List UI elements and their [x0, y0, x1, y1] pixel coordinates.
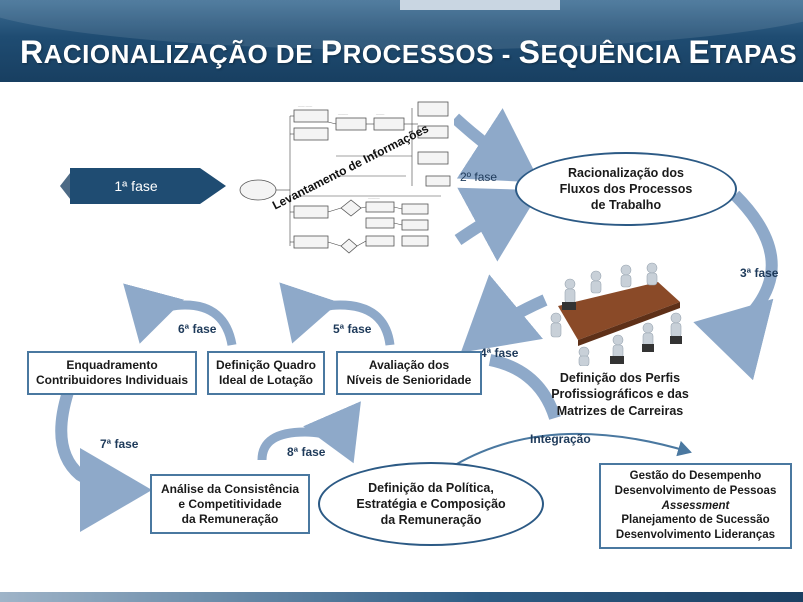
- gestao-line: Gestão do Desempenho: [629, 469, 762, 482]
- title-word: ACIONALIZAÇÃO DE: [43, 39, 321, 69]
- gestao-node: Gestão do Desempenho Desenvolvimento de …: [599, 463, 792, 549]
- politica-line: da Remuneração: [380, 513, 482, 528]
- avaliacao-line: Avaliação dos: [368, 358, 450, 372]
- svg-text:_____: _____: [375, 111, 385, 115]
- phase2-label: 2º fase: [460, 170, 498, 184]
- meeting-table-image: [548, 262, 688, 366]
- politica-line: Estratégia e Composição: [356, 496, 506, 511]
- integracao-label: Integração: [530, 432, 591, 446]
- footer-bar: [0, 592, 803, 602]
- title-word: EQUÊNCIA: [540, 39, 689, 69]
- phase4-label: 4ª fase: [480, 346, 519, 360]
- politica-line: Definição da Política,: [368, 480, 494, 495]
- title-word: ROCESSOS -: [342, 39, 519, 69]
- arrow-phase3: [693, 190, 778, 381]
- analise-line: e Competitividade: [178, 496, 282, 511]
- arrow-phase4: [460, 274, 548, 353]
- arrow-phase2-upper: [450, 108, 541, 183]
- gestao-line: Planejamento de Sucessão: [621, 514, 770, 527]
- title-word: TAPAS: [710, 39, 798, 69]
- arrow-phase5: [279, 282, 395, 346]
- perfis-line: Definição dos Perfis: [559, 371, 681, 385]
- arrow-phase4-down: [488, 354, 561, 420]
- perfis-line: Profissiográficos e das: [551, 387, 689, 402]
- analise-line: Análise da Consistência: [160, 481, 300, 496]
- phase6-label: 6ª fase: [178, 322, 217, 336]
- quadro-line: Definição Quadro: [215, 358, 316, 372]
- svg-text:_______: _______: [367, 195, 380, 199]
- perfis-line: Matrizes de Carreiras: [556, 403, 684, 418]
- racionalizacao-line: Fluxos dos Processos: [559, 181, 693, 196]
- svg-text:______: ______: [337, 111, 348, 115]
- arrow-phase7: [55, 390, 152, 532]
- title-tab-decoration: [400, 0, 560, 10]
- arrow-phase2-lower: [454, 187, 541, 262]
- arrow-phase8: [257, 401, 361, 464]
- perfis-node: Definição dos Perfis Profissiográficos e…: [520, 370, 720, 419]
- avaliacao-line: Níveis de Senioridade: [346, 373, 472, 387]
- phase8-label: 8ª fase: [287, 445, 326, 459]
- phase1-arrow: [60, 168, 226, 204]
- title-bar: [0, 0, 803, 82]
- title-initial: P: [320, 34, 343, 70]
- analise-line: da Remuneração: [181, 511, 279, 526]
- enquadramento-line: Contribuidores Individuais: [35, 373, 188, 387]
- enquadramento-line: Enquadramento: [66, 358, 158, 372]
- phase5-label: 5ª fase: [333, 322, 372, 336]
- gestao-line-assessment: Assessment: [661, 499, 730, 512]
- title-initial: S: [518, 34, 541, 70]
- avaliacao-node: Avaliação dos Níveis de Senioridade: [336, 351, 482, 395]
- gestao-line: Desenvolvimento Lideranças: [615, 529, 776, 542]
- politica-node: Definição da Política, Estratégia e Comp…: [318, 462, 544, 546]
- phase1-label: 1ª fase: [114, 178, 158, 194]
- phase3-label: 3ª fase: [740, 266, 779, 280]
- quadro-node: Definição Quadro Ideal de Lotação: [207, 351, 325, 395]
- quadro-line: Ideal de Lotação: [218, 373, 313, 387]
- analise-node: Análise da Consistência e Competitividad…: [150, 474, 310, 534]
- title-initial: R: [20, 34, 44, 70]
- gestao-line: Desenvolvimento de Pessoas: [614, 484, 777, 497]
- svg-text:____ ____: ____ ____: [297, 103, 313, 107]
- page-title: RACIONALIZAÇÃO DE PROCESSOS - SEQUÊNCIA …: [20, 34, 800, 71]
- racionalizacao-line: Racionalização dos: [567, 165, 684, 180]
- arrow-phase6: [123, 283, 237, 346]
- enquadramento-node: Enquadramento Contribuidores Individuais: [27, 351, 197, 395]
- racionalizacao-line: de Trabalho: [590, 198, 662, 213]
- arrow-integracao: [454, 432, 692, 466]
- phase7-label: 7ª fase: [100, 437, 139, 451]
- title-initial: E: [688, 34, 711, 70]
- flowchart-thumbnail: ____ __________ ____________: [236, 96, 454, 268]
- racionalizacao-node: Racionalização dos Fluxos dos Processos …: [515, 152, 737, 226]
